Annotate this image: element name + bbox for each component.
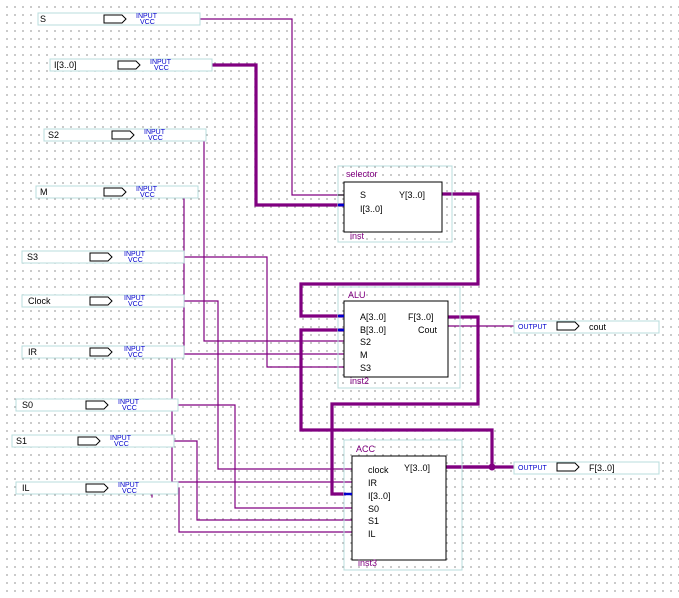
input-label-ir: IR [28, 347, 38, 357]
block-selector[interactable]: selector S I[3..0] Y[3..0] inst [337, 165, 453, 243]
input-pin-i[interactable]: I[3..0] INPUT VCC [49, 58, 213, 72]
alu-port-b: B[3..0] [360, 325, 386, 335]
alu-port-f: F[3..0] [408, 312, 434, 322]
junction-acc-y [488, 463, 496, 471]
block-acc[interactable]: ACC clock IR I[3..0] S0 S1 IL Y[3..0] in… [343, 439, 463, 571]
input-label-s3: S3 [27, 252, 38, 262]
svg-text:VCC: VCC [114, 441, 129, 448]
selector-port-i: I[3..0] [360, 204, 383, 214]
wire-s0 [139, 404, 353, 509]
alu-port-s3: S3 [360, 363, 371, 373]
svg-text:VCC: VCC [148, 135, 163, 142]
svg-text:INPUT: INPUT [136, 13, 158, 20]
block-selector-instance: inst [350, 231, 365, 241]
alu-port-m: M [360, 350, 368, 360]
selector-port-s: S [360, 190, 366, 200]
svg-text:OUTPUT: OUTPUT [518, 324, 548, 331]
svg-text:VCC: VCC [128, 257, 143, 264]
input-pin-ir[interactable]: IR INPUT VCC [21, 345, 185, 359]
output-pin-cout[interactable]: OUTPUT cout [513, 320, 660, 334]
acc-port-s0: S0 [368, 504, 379, 514]
alu-port-cout: Cout [418, 325, 438, 335]
svg-text:INPUT: INPUT [118, 399, 140, 406]
acc-port-ir: IR [368, 478, 378, 488]
acc-port-i: I[3..0] [368, 491, 391, 501]
svg-text:VCC: VCC [154, 65, 169, 72]
bus-selector-y [299, 192, 480, 318]
svg-text:VCC: VCC [128, 301, 143, 308]
input-pin-s1[interactable]: S1 INPUT VCC [11, 434, 175, 448]
block-selector-title: selector [346, 169, 378, 179]
input-pin-clock[interactable]: Clock INPUT VCC [21, 294, 185, 308]
input-label-i: I[3..0] [54, 60, 77, 70]
bus-i-input [183, 63, 350, 207]
svg-text:INPUT: INPUT [110, 435, 132, 442]
svg-text:VCC: VCC [128, 352, 143, 359]
bus-alu-f [330, 315, 480, 496]
wire-ir [147, 351, 353, 483]
output-label-cout: cout [589, 322, 607, 332]
input-pin-s0[interactable]: S0 INPUT VCC [15, 398, 179, 412]
wire-s [159, 18, 351, 196]
input-label-s: S [40, 14, 46, 24]
block-alu[interactable]: ALU A[3..0] B[3..0] S2 M S3 F[3..0] Cout… [337, 286, 461, 389]
input-label-s2: S2 [48, 130, 59, 140]
input-pin-s2[interactable]: S2 INPUT VCC [43, 128, 207, 142]
input-label-s0: S0 [22, 400, 33, 410]
svg-text:INPUT: INPUT [136, 186, 158, 193]
wire-il [139, 487, 353, 533]
svg-text:INPUT: INPUT [124, 346, 146, 353]
alu-port-a: A[3..0] [360, 312, 386, 322]
acc-port-clock: clock [368, 465, 389, 475]
block-acc-instance: inst3 [358, 558, 377, 568]
input-label-clock: Clock [28, 296, 51, 306]
input-pin-il[interactable]: IL INPUT VCC [15, 481, 179, 495]
svg-text:INPUT: INPUT [118, 482, 140, 489]
svg-text:INPUT: INPUT [124, 251, 146, 258]
input-label-m: M [40, 187, 48, 197]
input-label-il: IL [22, 483, 30, 493]
svg-text:INPUT: INPUT [124, 295, 146, 302]
wires [135, 18, 559, 533]
block-alu-title: ALU [348, 290, 366, 300]
output-label-f: F[3..0] [589, 463, 615, 473]
input-pin-s[interactable]: S INPUT VCC [37, 12, 201, 26]
block-acc-title: ACC [356, 444, 376, 454]
svg-text:VCC: VCC [140, 19, 155, 26]
acc-port-il: IL [368, 529, 376, 539]
svg-text:OUTPUT: OUTPUT [518, 465, 548, 472]
wire-s3 [147, 256, 345, 368]
block-alu-instance: inst2 [350, 376, 369, 386]
svg-text:VCC: VCC [122, 488, 137, 495]
svg-text:INPUT: INPUT [144, 129, 166, 136]
acc-port-y: Y[3..0] [404, 463, 430, 473]
input-pin-m[interactable]: M INPUT VCC [35, 185, 199, 199]
acc-port-s1: S1 [368, 516, 379, 526]
input-pin-s3[interactable]: S3 INPUT VCC [21, 250, 185, 264]
selector-port-y: Y[3..0] [399, 190, 425, 200]
svg-text:VCC: VCC [140, 192, 155, 199]
svg-text:INPUT: INPUT [150, 59, 172, 66]
alu-port-s2: S2 [360, 337, 371, 347]
input-label-s1: S1 [16, 436, 27, 446]
wire-clock [147, 300, 353, 470]
output-pin-f[interactable]: OUTPUT F[3..0] [513, 461, 660, 475]
svg-text:VCC: VCC [122, 405, 137, 412]
